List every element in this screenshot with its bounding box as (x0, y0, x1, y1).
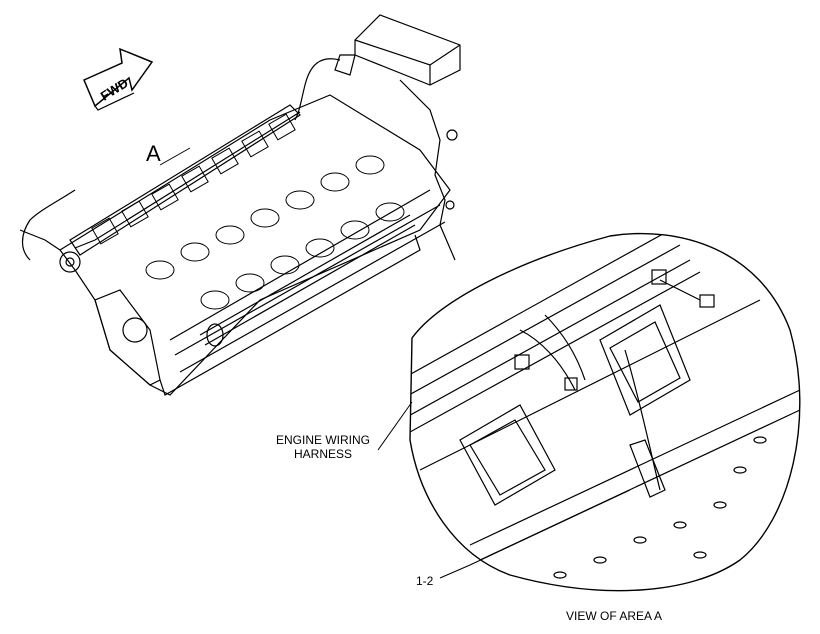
engine-block-illustration (19, 14, 461, 396)
area-a-leader (159, 147, 191, 166)
part-number-callout: 1-2 (416, 574, 434, 588)
harness-leader (377, 401, 413, 451)
part-callout-leader (439, 489, 631, 579)
harness-callout-line2: HARNESS (293, 447, 352, 461)
harness-callout-line1: ENGINE WIRING (275, 433, 370, 447)
area-a-marker: A (146, 141, 161, 166)
harness-callout: ENGINE WIRING HARNESS (268, 433, 378, 461)
detail-view-area-a (409, 232, 801, 592)
view-caption: VIEW OF AREA A (566, 609, 663, 623)
fwd-arrow-icon: FWD (83, 47, 154, 111)
